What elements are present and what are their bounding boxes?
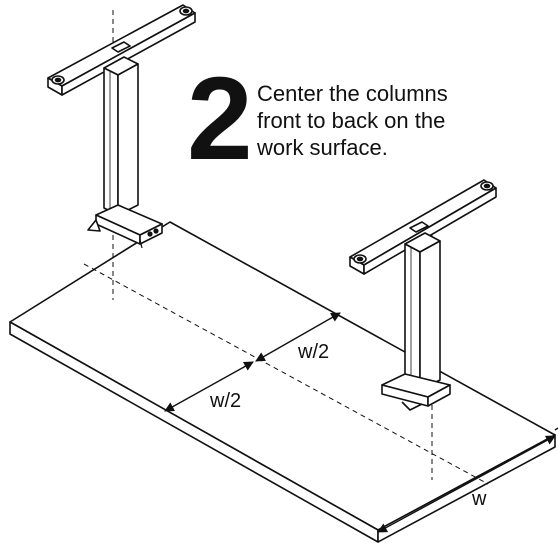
step-number: 2 [187,53,253,185]
dimension-label-upper: w/2 [297,341,329,363]
dimension-label-full: w [471,488,487,510]
right-column-icon [349,179,497,411]
step-instruction-line-2: front to back on the [257,108,446,133]
step-instruction: Center the columns front to back on the … [257,80,497,161]
dimension-label-lower: w/2 [209,390,241,412]
step-instruction-line-3: work surface. [257,135,388,160]
step-instruction-line-1: Center the columns [257,81,448,106]
left-column-icon [47,4,196,249]
